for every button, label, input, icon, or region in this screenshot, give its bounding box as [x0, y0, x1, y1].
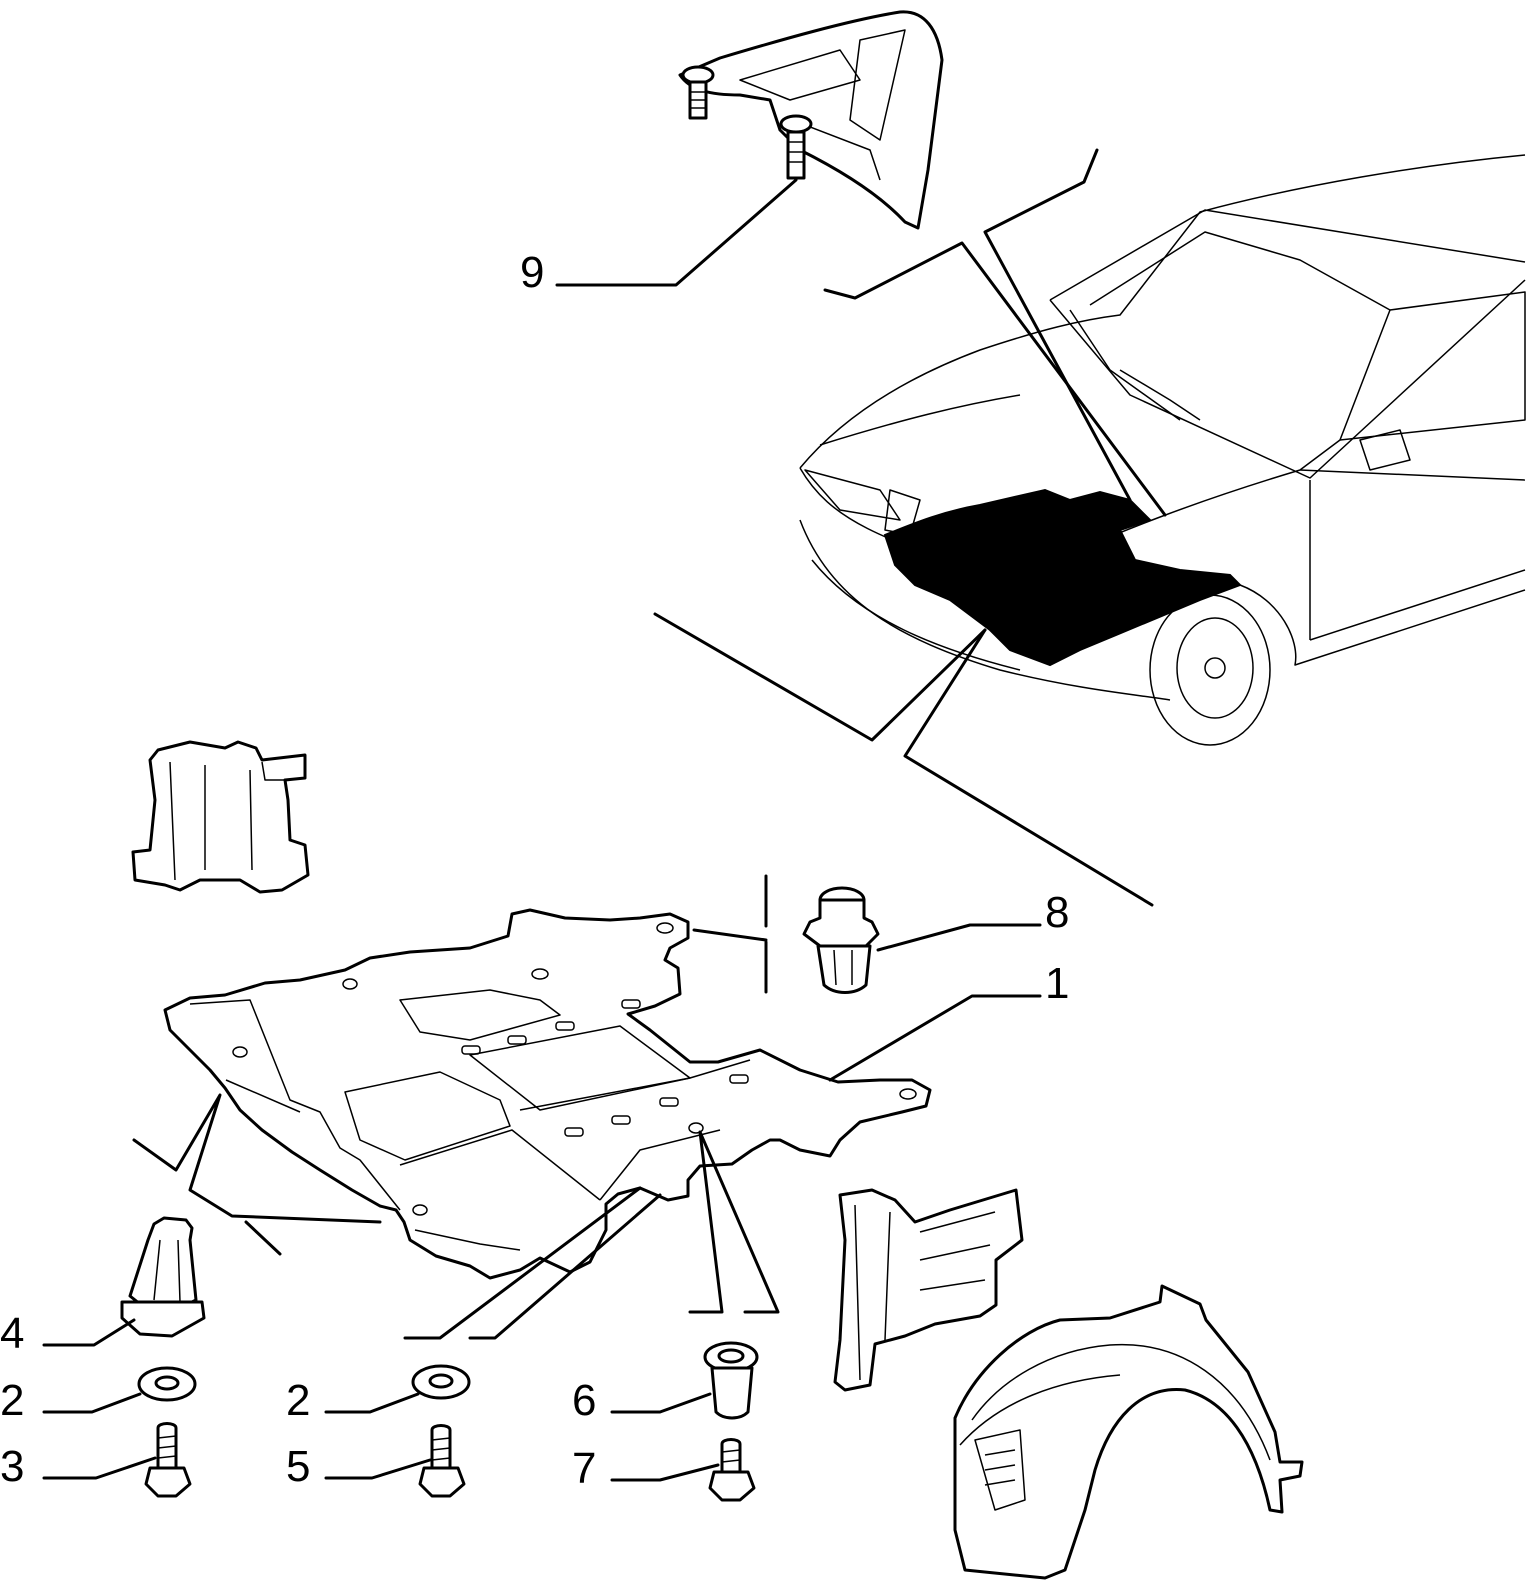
callout-4: 4 [0, 1309, 24, 1358]
wheel-arch-liner-part [953, 1284, 1304, 1580]
right-bracket-part [833, 1188, 1024, 1392]
callout-6: 6 [572, 1376, 596, 1425]
clip-part [802, 886, 880, 994]
leader-shield-b [903, 628, 1154, 907]
leader-5 [324, 1458, 432, 1480]
callout-8: 8 [1045, 888, 1069, 937]
leader-6-7 [688, 1130, 780, 1314]
undershield-part [163, 908, 932, 1280]
leader-2b [324, 1392, 420, 1414]
leader-2a [42, 1392, 142, 1414]
leader-8-bracket [692, 874, 768, 994]
leader-3 [42, 1456, 157, 1480]
leader-4 [42, 1318, 136, 1347]
leader-hood-top-2 [983, 148, 1132, 502]
bolt-part-center [418, 1424, 466, 1498]
leader-7 [610, 1463, 720, 1482]
leader-shield-a [653, 612, 987, 742]
leader-2b-5 [403, 1186, 662, 1340]
leader-front-left [132, 1093, 382, 1256]
left-bracket-part [131, 740, 310, 894]
callout-2b: 2 [286, 1376, 310, 1425]
leader-6 [610, 1392, 712, 1414]
leader-8 [876, 923, 1042, 952]
callout-3: 3 [0, 1442, 24, 1491]
bolt-part-right [708, 1438, 756, 1502]
upper-cover-part [678, 10, 944, 230]
washer-part-left [137, 1366, 197, 1402]
callout-9: 9 [520, 248, 544, 297]
buffer-part [120, 1216, 206, 1338]
leader-9 [555, 178, 798, 287]
callout-2a: 2 [0, 1376, 24, 1425]
leader-1 [828, 994, 1042, 1082]
callout-5: 5 [286, 1442, 310, 1491]
car-illustration [799, 154, 1526, 746]
callout-7: 7 [572, 1444, 596, 1493]
nut-insert-part [703, 1341, 759, 1420]
bolt-part-left [144, 1422, 192, 1498]
callout-1: 1 [1045, 959, 1069, 1008]
leader-hood-top [823, 241, 1167, 517]
washer-part-center [411, 1364, 471, 1400]
